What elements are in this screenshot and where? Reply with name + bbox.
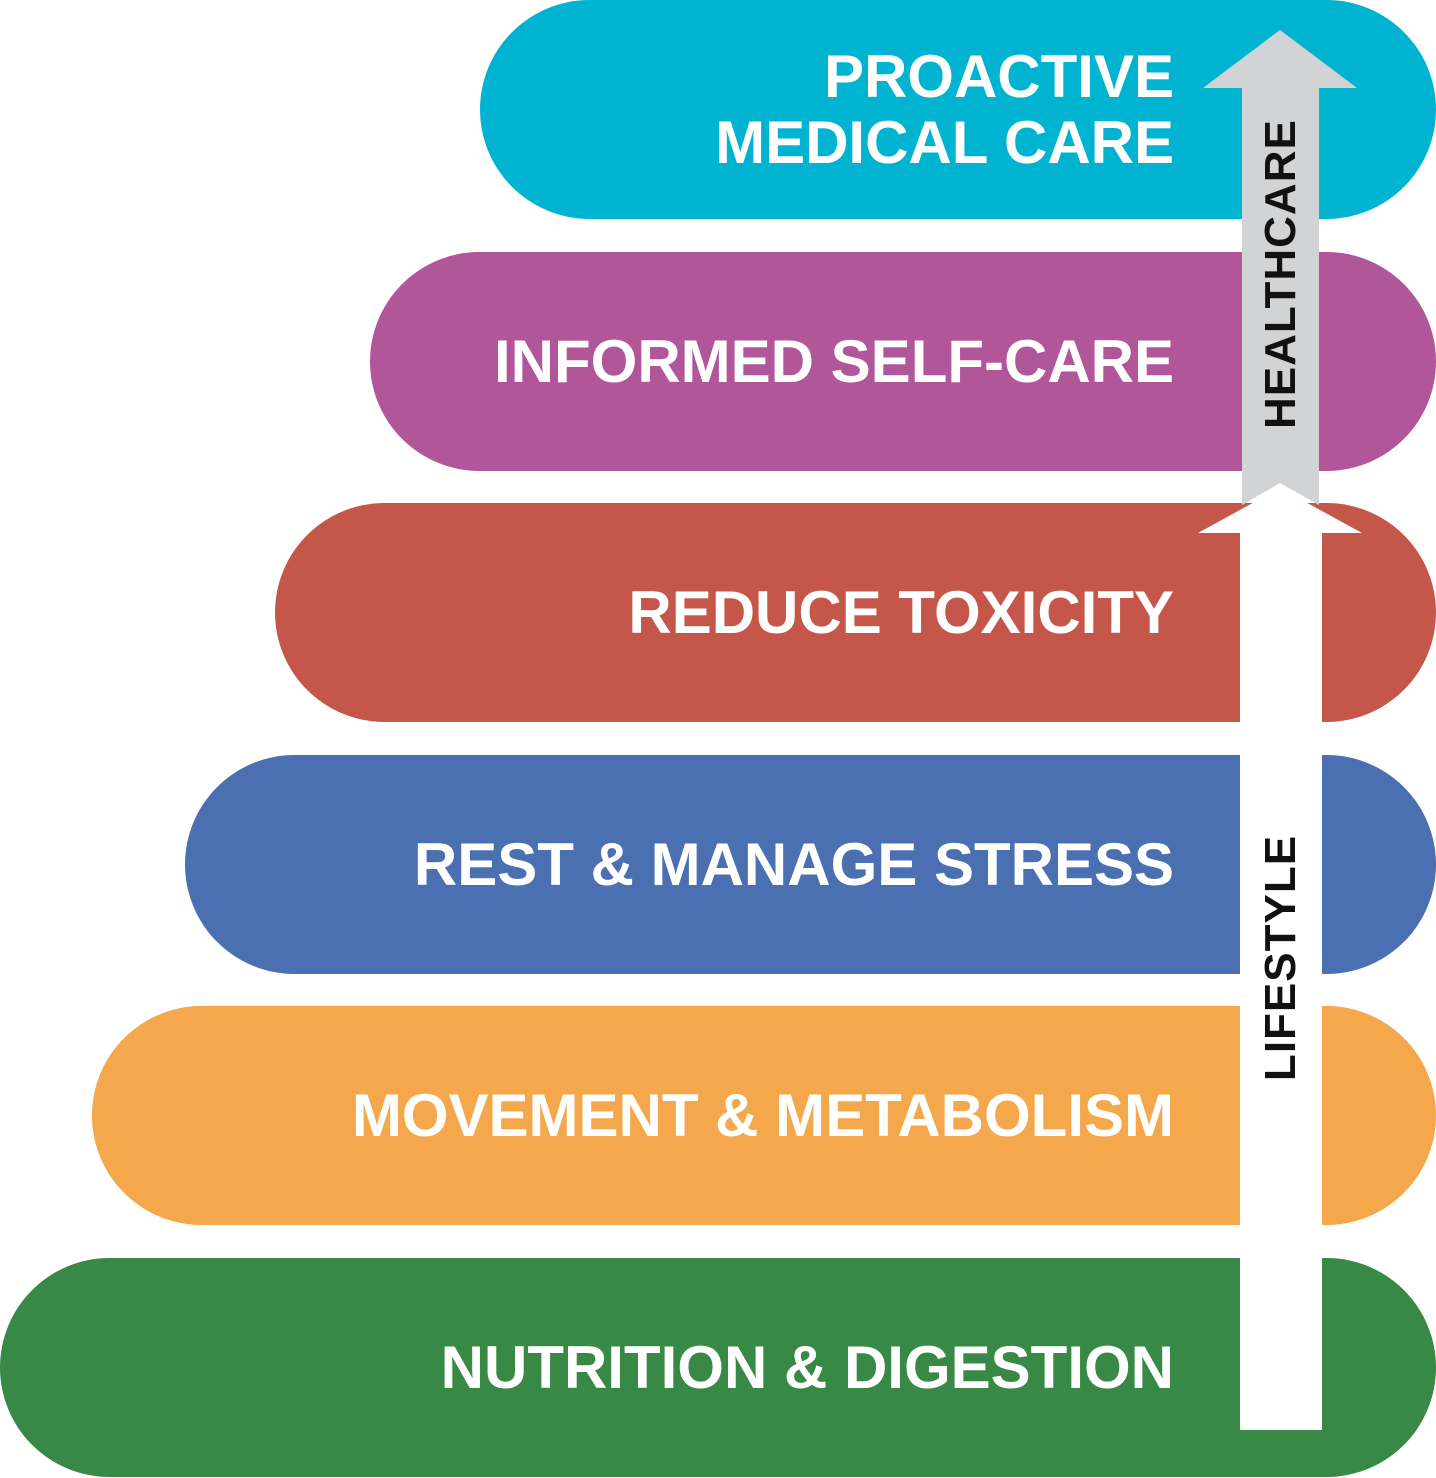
level-label: REDUCE TOXICITY xyxy=(628,503,1174,722)
lifestyle-up-arrow-icon xyxy=(1198,488,1362,1430)
level-movement-metabolism: MOVEMENT & METABOLISM xyxy=(92,1006,1436,1225)
level-nutrition-digestion: NUTRITION & DIGESTION xyxy=(0,1258,1436,1477)
healthcare-up-arrow-icon xyxy=(1203,30,1357,505)
level-label-line: REDUCE TOXICITY xyxy=(628,578,1174,646)
healthcare-label: HEALTHCARE xyxy=(1256,119,1305,429)
level-label-line: REST & MANAGE STRESS xyxy=(413,830,1174,898)
level-label: REST & MANAGE STRESS xyxy=(414,755,1174,974)
level-label-line: NUTRITION & DIGESTION xyxy=(440,1333,1174,1401)
level-label-line: INFORMED SELF-CARE xyxy=(494,327,1174,395)
level-label: PROACTIVE MEDICAL CARE xyxy=(715,0,1174,219)
lifestyle-label: LIFESTYLE xyxy=(1256,834,1305,1082)
level-label: INFORMED SELF-CARE xyxy=(494,252,1174,471)
level-label: NUTRITION & DIGESTION xyxy=(441,1258,1174,1477)
level-label-line: MOVEMENT & METABOLISM xyxy=(351,1081,1174,1149)
level-rest-manage-stress: REST & MANAGE STRESS xyxy=(185,755,1436,974)
level-label-line: MEDICAL CARE xyxy=(715,108,1174,176)
level-label: MOVEMENT & METABOLISM xyxy=(352,1006,1174,1225)
level-label-line: PROACTIVE xyxy=(823,42,1174,110)
